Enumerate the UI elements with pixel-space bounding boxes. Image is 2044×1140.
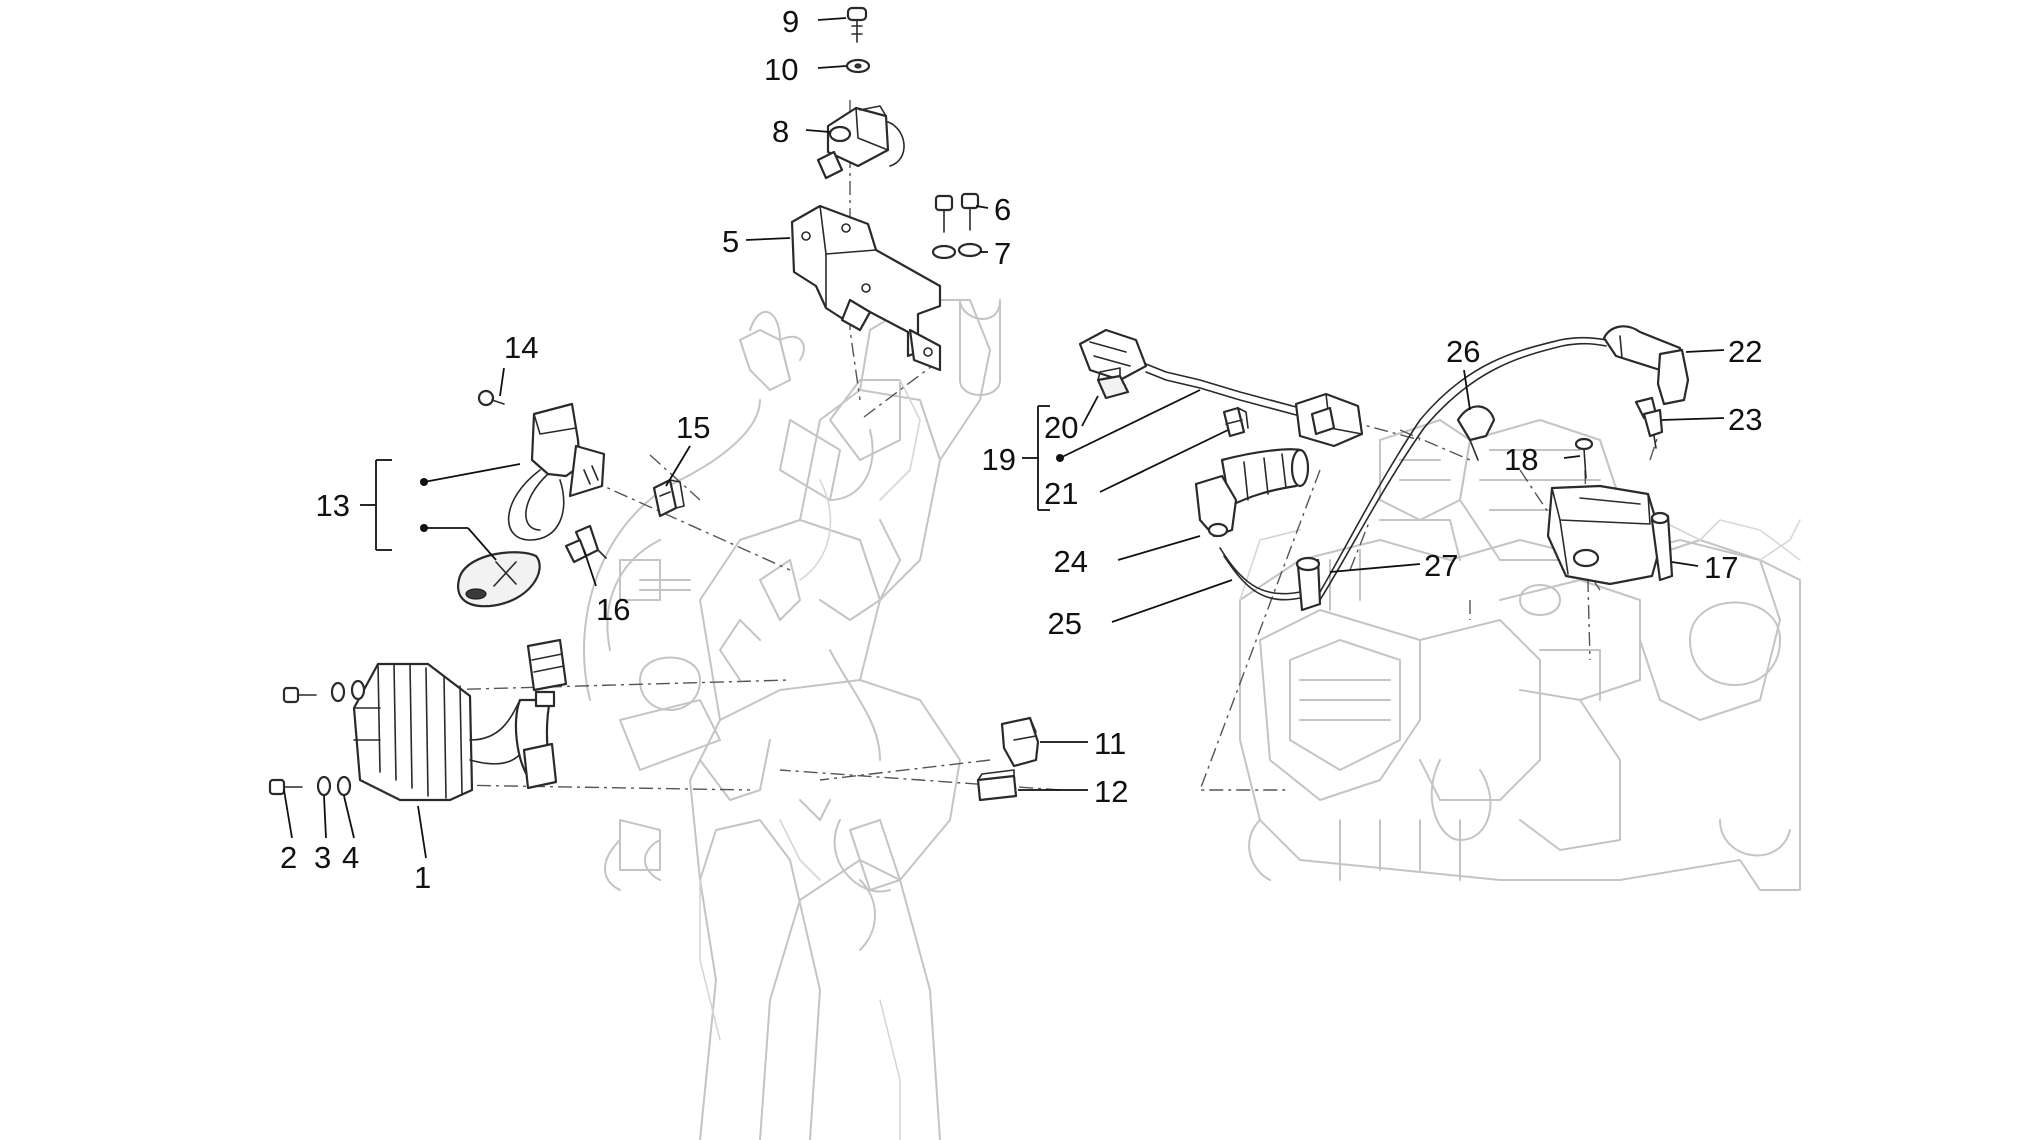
callout-13: 13 <box>316 488 350 523</box>
block-part-12 <box>976 769 1018 802</box>
screw-part-2 <box>268 686 317 796</box>
callout-19: 19 <box>982 442 1016 477</box>
callout-4: 4 <box>342 840 359 875</box>
callout-5: 5 <box>722 224 739 259</box>
cable-part-25 <box>1219 336 1607 601</box>
callout-26: 26 <box>1446 334 1480 369</box>
washer-part-7 <box>931 242 983 260</box>
screw-part-14 <box>477 389 505 407</box>
bolt-part-6 <box>934 192 980 233</box>
callout-16: 16 <box>596 592 630 627</box>
regulator-part-1 <box>352 638 568 802</box>
callout-21: 21 <box>1044 476 1078 511</box>
callout-9: 9 <box>782 4 799 39</box>
clip-part-20 <box>1096 367 1130 400</box>
callout-12: 12 <box>1094 774 1128 809</box>
immobilizer-part-13 <box>457 402 606 608</box>
leader-dots <box>420 454 1064 532</box>
bolt-part-18 <box>1574 437 1594 479</box>
callout-23: 23 <box>1728 402 1762 437</box>
connector-part-23 <box>1634 396 1664 449</box>
clip-part-21 <box>1222 406 1249 438</box>
callout-1: 1 <box>414 860 431 895</box>
spark-cap-part-22 <box>1602 325 1690 406</box>
callout-8: 8 <box>772 114 789 149</box>
callout-27: 27 <box>1424 548 1458 583</box>
callout-11: 11 <box>1094 726 1126 761</box>
leader-lines <box>283 17 1725 859</box>
sensor-part-8 <box>816 105 905 180</box>
bracket-part-5 <box>790 204 942 372</box>
callout-20: 20 <box>1044 410 1078 445</box>
callout-10: 10 <box>764 52 798 87</box>
callout-2: 2 <box>280 840 297 875</box>
callout-7: 7 <box>994 236 1011 271</box>
connector-part-11 <box>1000 716 1040 768</box>
ignition-coil-part-17 <box>1546 484 1674 586</box>
callout-18: 18 <box>1504 442 1538 477</box>
grommet-part-27 <box>1295 556 1322 612</box>
callout-14: 14 <box>504 330 538 365</box>
washer-part-4 <box>336 679 366 797</box>
washer-part-3 <box>316 681 346 797</box>
screw-part-9 <box>846 6 868 43</box>
callout-labels: 9 10 8 6 7 5 14 15 13 16 2 3 4 1 11 12 2… <box>280 4 1762 895</box>
callout-15: 15 <box>676 410 710 445</box>
frame-background <box>583 299 1001 1140</box>
callout-17: 17 <box>1704 550 1738 585</box>
callout-22: 22 <box>1728 334 1762 369</box>
engine-background <box>1239 419 1801 891</box>
alignment-lines <box>439 100 1661 791</box>
harness-part-19 <box>1078 328 1364 448</box>
sensor-part-24 <box>1194 448 1310 538</box>
callout-3: 3 <box>314 840 331 875</box>
clamp-part-26 <box>1456 405 1496 461</box>
clip-part-15 <box>652 478 685 518</box>
callout-24: 24 <box>1054 544 1088 579</box>
callout-25: 25 <box>1048 606 1082 641</box>
callout-6: 6 <box>994 192 1011 227</box>
washer-part-10 <box>845 58 871 74</box>
